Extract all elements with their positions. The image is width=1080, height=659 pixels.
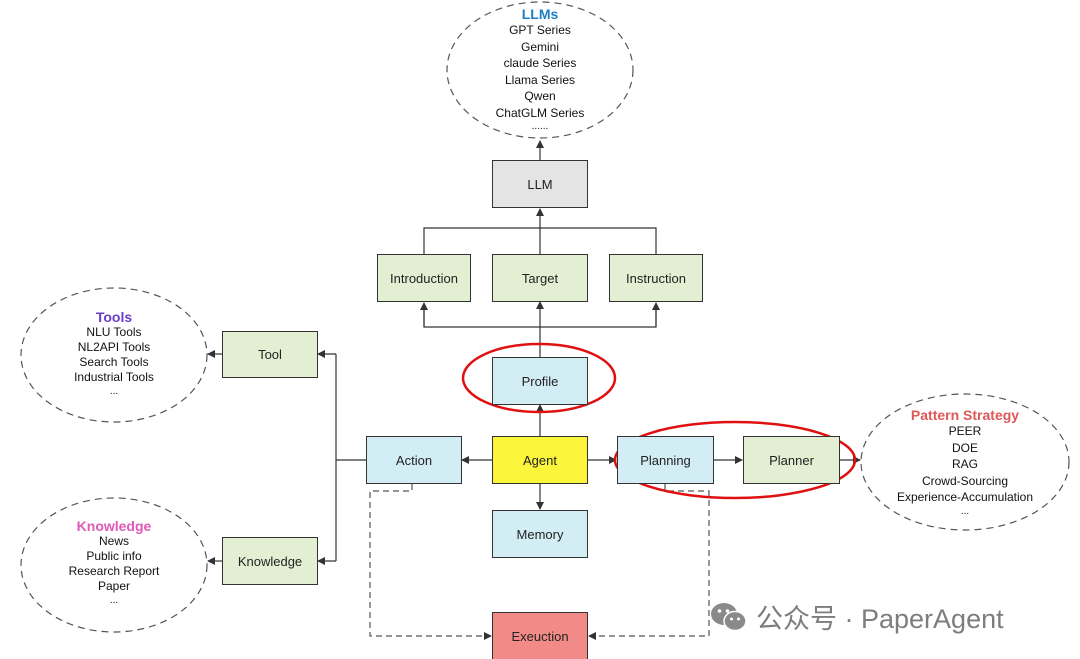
action-label: Action xyxy=(395,452,433,468)
knowledge-node[interactable]: Knowledge xyxy=(222,537,318,585)
target-label: Target xyxy=(521,270,559,286)
agent-node[interactable]: Agent xyxy=(492,436,588,484)
action-node[interactable]: Action xyxy=(366,436,462,484)
instruction-label: Instruction xyxy=(626,270,686,286)
edge-action-execution xyxy=(369,484,492,640)
pattern-strategy-list: Pattern Strategy PEER DOE RAG Crowd-Sour… xyxy=(861,407,1069,518)
knowledge-node-label: Knowledge xyxy=(237,553,303,569)
tools-title: Tools xyxy=(95,309,133,325)
pattern-item: DOE xyxy=(951,440,978,455)
knowledge-item: News xyxy=(98,534,129,548)
execution-node[interactable]: Exeuction xyxy=(492,612,588,659)
introduction-node[interactable]: Introduction xyxy=(377,254,471,302)
tools-item: Industrial Tools xyxy=(74,370,154,384)
knowledge-item: Public info xyxy=(86,549,142,563)
tool-node[interactable]: Tool xyxy=(222,331,318,378)
llm-node[interactable]: LLM xyxy=(492,160,588,208)
llms-item: Llama Series xyxy=(504,72,576,87)
knowledge-ellipse xyxy=(20,497,208,633)
llms-item: GPT Series xyxy=(509,23,571,37)
pattern-item: Crowd-Sourcing xyxy=(921,473,1009,488)
llm-label: LLM xyxy=(527,176,553,192)
llms-item: claude Series xyxy=(503,56,577,70)
tool-label: Tool xyxy=(258,347,282,362)
llms-item: Qwen xyxy=(524,89,556,103)
pattern-item: Experience-Accumulation xyxy=(896,490,1034,504)
memory-label: Memory xyxy=(516,526,564,542)
planner-node[interactable]: Planner xyxy=(743,436,840,484)
llms-item: Gemini xyxy=(520,39,559,54)
llms-list: LLMs GPT Series Gemini claude Series Lla… xyxy=(447,6,633,133)
llms-ellipse xyxy=(446,1,634,139)
tools-item: ... xyxy=(109,386,119,397)
target-node[interactable]: Target xyxy=(492,254,588,302)
knowledge-item: ... xyxy=(109,595,119,606)
knowledge-item: Paper xyxy=(97,579,131,593)
tools-item: NLU Tools xyxy=(86,325,142,339)
planning-node[interactable]: Planning xyxy=(617,436,714,484)
planning-highlight xyxy=(613,420,857,500)
knowledge-item: Research Report xyxy=(68,564,160,578)
wechat-icon xyxy=(711,602,747,631)
tools-item: NL2API Tools xyxy=(77,340,151,354)
agent-label: Agent xyxy=(523,452,557,468)
pattern-item: RAG xyxy=(951,457,978,471)
knowledge-title: Knowledge xyxy=(76,518,152,534)
llms-item: ChatGLM Series xyxy=(495,105,585,120)
pattern-item: PEER xyxy=(948,424,982,438)
execution-label: Exeuction xyxy=(511,628,569,644)
pattern-ellipse xyxy=(860,393,1070,531)
planner-label: Planner xyxy=(769,452,814,468)
profile-node[interactable]: Profile xyxy=(492,357,588,405)
tools-item: Search Tools xyxy=(79,355,149,369)
profile-highlight xyxy=(461,342,617,414)
pattern-item: ... xyxy=(960,505,970,517)
watermark-text: 公众号 · PaperAgent xyxy=(756,604,1004,634)
introduction-label: Introduction xyxy=(390,270,458,286)
watermark: 公众号 · PaperAgent xyxy=(710,597,1004,636)
llms-title: LLMs xyxy=(521,6,559,22)
knowledge-list: Knowledge News Public info Research Repo… xyxy=(21,518,207,608)
pattern-strategy-title: Pattern Strategy xyxy=(910,407,1020,423)
tools-list: Tools NLU Tools NL2API Tools Search Tool… xyxy=(21,309,207,399)
planning-label: Planning xyxy=(640,452,691,468)
profile-label: Profile xyxy=(521,373,559,389)
memory-node[interactable]: Memory xyxy=(492,510,588,558)
edge-planning-execution xyxy=(588,484,710,640)
instruction-node[interactable]: Instruction xyxy=(609,254,703,302)
llms-item: ...... xyxy=(531,121,549,132)
